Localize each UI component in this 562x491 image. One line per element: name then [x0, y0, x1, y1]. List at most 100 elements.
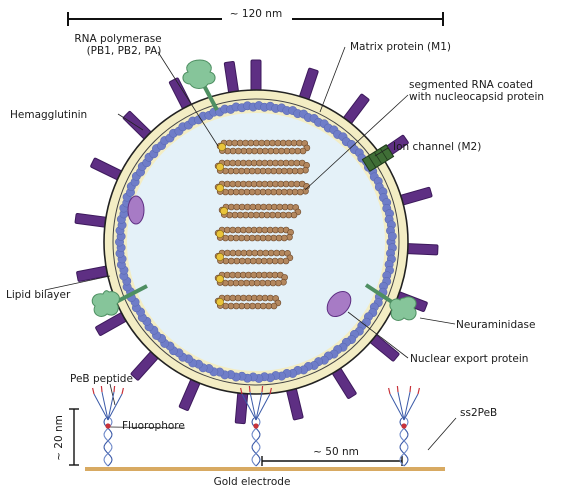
- leader-lines: [44, 46, 457, 451]
- rna-segment: [214, 180, 310, 196]
- nuclear-export-protein-left: [127, 195, 145, 225]
- neuraminidase-right: [364, 283, 417, 321]
- ss2peb-probe: [388, 385, 420, 467]
- viral-interior: [127, 113, 385, 371]
- rna-polymerase: [216, 253, 224, 261]
- rna-bead: [246, 249, 253, 257]
- rna-bead: [244, 257, 252, 265]
- ion-channel: [361, 143, 395, 173]
- rna-bead: [255, 257, 262, 265]
- gold-electrode: [85, 467, 445, 471]
- rna-bead: [260, 257, 268, 265]
- hemagglutinin-label: Hemagglutinin: [10, 109, 87, 121]
- neuraminidase-top: [182, 59, 219, 111]
- rna-bead: [240, 249, 248, 257]
- peptide-strand: [248, 385, 251, 393]
- ss2peb-probe: [240, 385, 272, 467]
- lipid-bilayer-label: Lipid bilayer: [6, 289, 71, 301]
- dna-arm: [249, 391, 257, 421]
- rna-bead: [222, 257, 230, 265]
- rna-segment: [214, 226, 294, 242]
- rna-bead: [228, 257, 235, 265]
- peptide-strand: [396, 385, 399, 393]
- rna-bead: [271, 257, 279, 265]
- ss2peb-probes: [92, 385, 420, 467]
- matrix-protein-label: Matrix protein (M1): [350, 41, 451, 53]
- segmented-rna: [214, 139, 311, 310]
- rna-polymerase-label-1: RNA polymerase: [74, 33, 161, 45]
- dna-arm: [255, 391, 263, 421]
- peptide-strand: [409, 385, 412, 393]
- nuclear-export-protein-right: [326, 290, 352, 318]
- lipid-bilayer-inner-line: [112, 98, 400, 386]
- rna-bead: [282, 257, 290, 265]
- gold-electrode-label: Gold electrode: [214, 476, 291, 488]
- rna-polymerase: [220, 207, 228, 215]
- rna-segment: [214, 249, 294, 265]
- ion-channel-label: Ion channel (M2): [393, 141, 481, 153]
- rna-segment: [216, 139, 311, 155]
- peptide-strand: [269, 387, 272, 395]
- dna-arm: [93, 393, 109, 421]
- rna-polymerase: [216, 163, 224, 171]
- fluorophore-dot: [105, 423, 111, 429]
- rna-bead: [229, 249, 237, 257]
- matrix-bead: [387, 231, 397, 241]
- peptide-strand: [417, 387, 420, 395]
- peptide-strand: [388, 387, 391, 395]
- ss2peb-probe: [92, 385, 124, 467]
- fluorophore-label: Fluorophore: [122, 420, 185, 432]
- spacing-label: ~ 50 nm: [313, 446, 359, 458]
- rna-bead: [233, 257, 241, 265]
- height-scale-bar: [69, 408, 79, 466]
- dna-arm: [255, 393, 271, 421]
- rna-polymerase: [216, 230, 224, 238]
- segmented-rna-label-2: with nucleocapsid protein: [409, 91, 544, 103]
- dna-arm: [107, 391, 115, 421]
- rna-segment: [214, 271, 288, 287]
- diameter-label: ~ 120 nm: [230, 8, 282, 20]
- rna-bead: [238, 257, 246, 265]
- peptide-strand: [261, 385, 264, 393]
- dna-arm: [389, 393, 405, 421]
- segmented-rna-label-1: segmented RNA coated: [409, 79, 533, 91]
- rna-bead: [262, 249, 270, 257]
- rna-bead: [278, 249, 286, 257]
- peb-peptide-label: PeB peptide: [70, 373, 133, 385]
- neuraminidase-left: [91, 284, 148, 317]
- peptide-strand: [100, 385, 103, 393]
- peptide-strand: [121, 387, 124, 395]
- fluorophore-dot: [401, 423, 407, 429]
- peptide-strand: [240, 387, 243, 395]
- nuclear-export-protein-label: Nuclear export protein: [410, 353, 528, 365]
- rna-segment: [214, 159, 310, 175]
- dna-arm: [403, 393, 419, 421]
- height-label: ~ 20 nm: [53, 415, 65, 461]
- rna-polymerase: [218, 143, 226, 151]
- rna-polymerase: [216, 298, 224, 306]
- rna-bead: [273, 249, 280, 257]
- rna-bead: [267, 249, 275, 257]
- rna-bead: [249, 257, 257, 265]
- dna-arm: [107, 393, 123, 421]
- rna-polymerase-label-2: (PB1, PB2, PA): [87, 45, 162, 57]
- rna-segment: [218, 203, 302, 219]
- ss2peb-label: ss2PeB: [460, 407, 497, 419]
- fluorophore-dot: [253, 423, 259, 429]
- dna-arm: [403, 391, 411, 421]
- rna-bead: [277, 257, 284, 265]
- rna-polymerase: [216, 184, 224, 192]
- rna-bead: [256, 249, 264, 257]
- rna-polymerase: [216, 275, 224, 283]
- rna-bead: [266, 257, 273, 265]
- rna-bead: [251, 249, 259, 257]
- dna-arm: [397, 391, 405, 421]
- rna-segment: [214, 294, 282, 310]
- rna-bead: [224, 249, 231, 257]
- peptide-strand: [113, 385, 116, 393]
- dna-arm: [241, 393, 257, 421]
- neuraminidase-label: Neuraminidase: [456, 319, 535, 331]
- dna-arm: [101, 391, 109, 421]
- peptide-strand: [92, 387, 95, 395]
